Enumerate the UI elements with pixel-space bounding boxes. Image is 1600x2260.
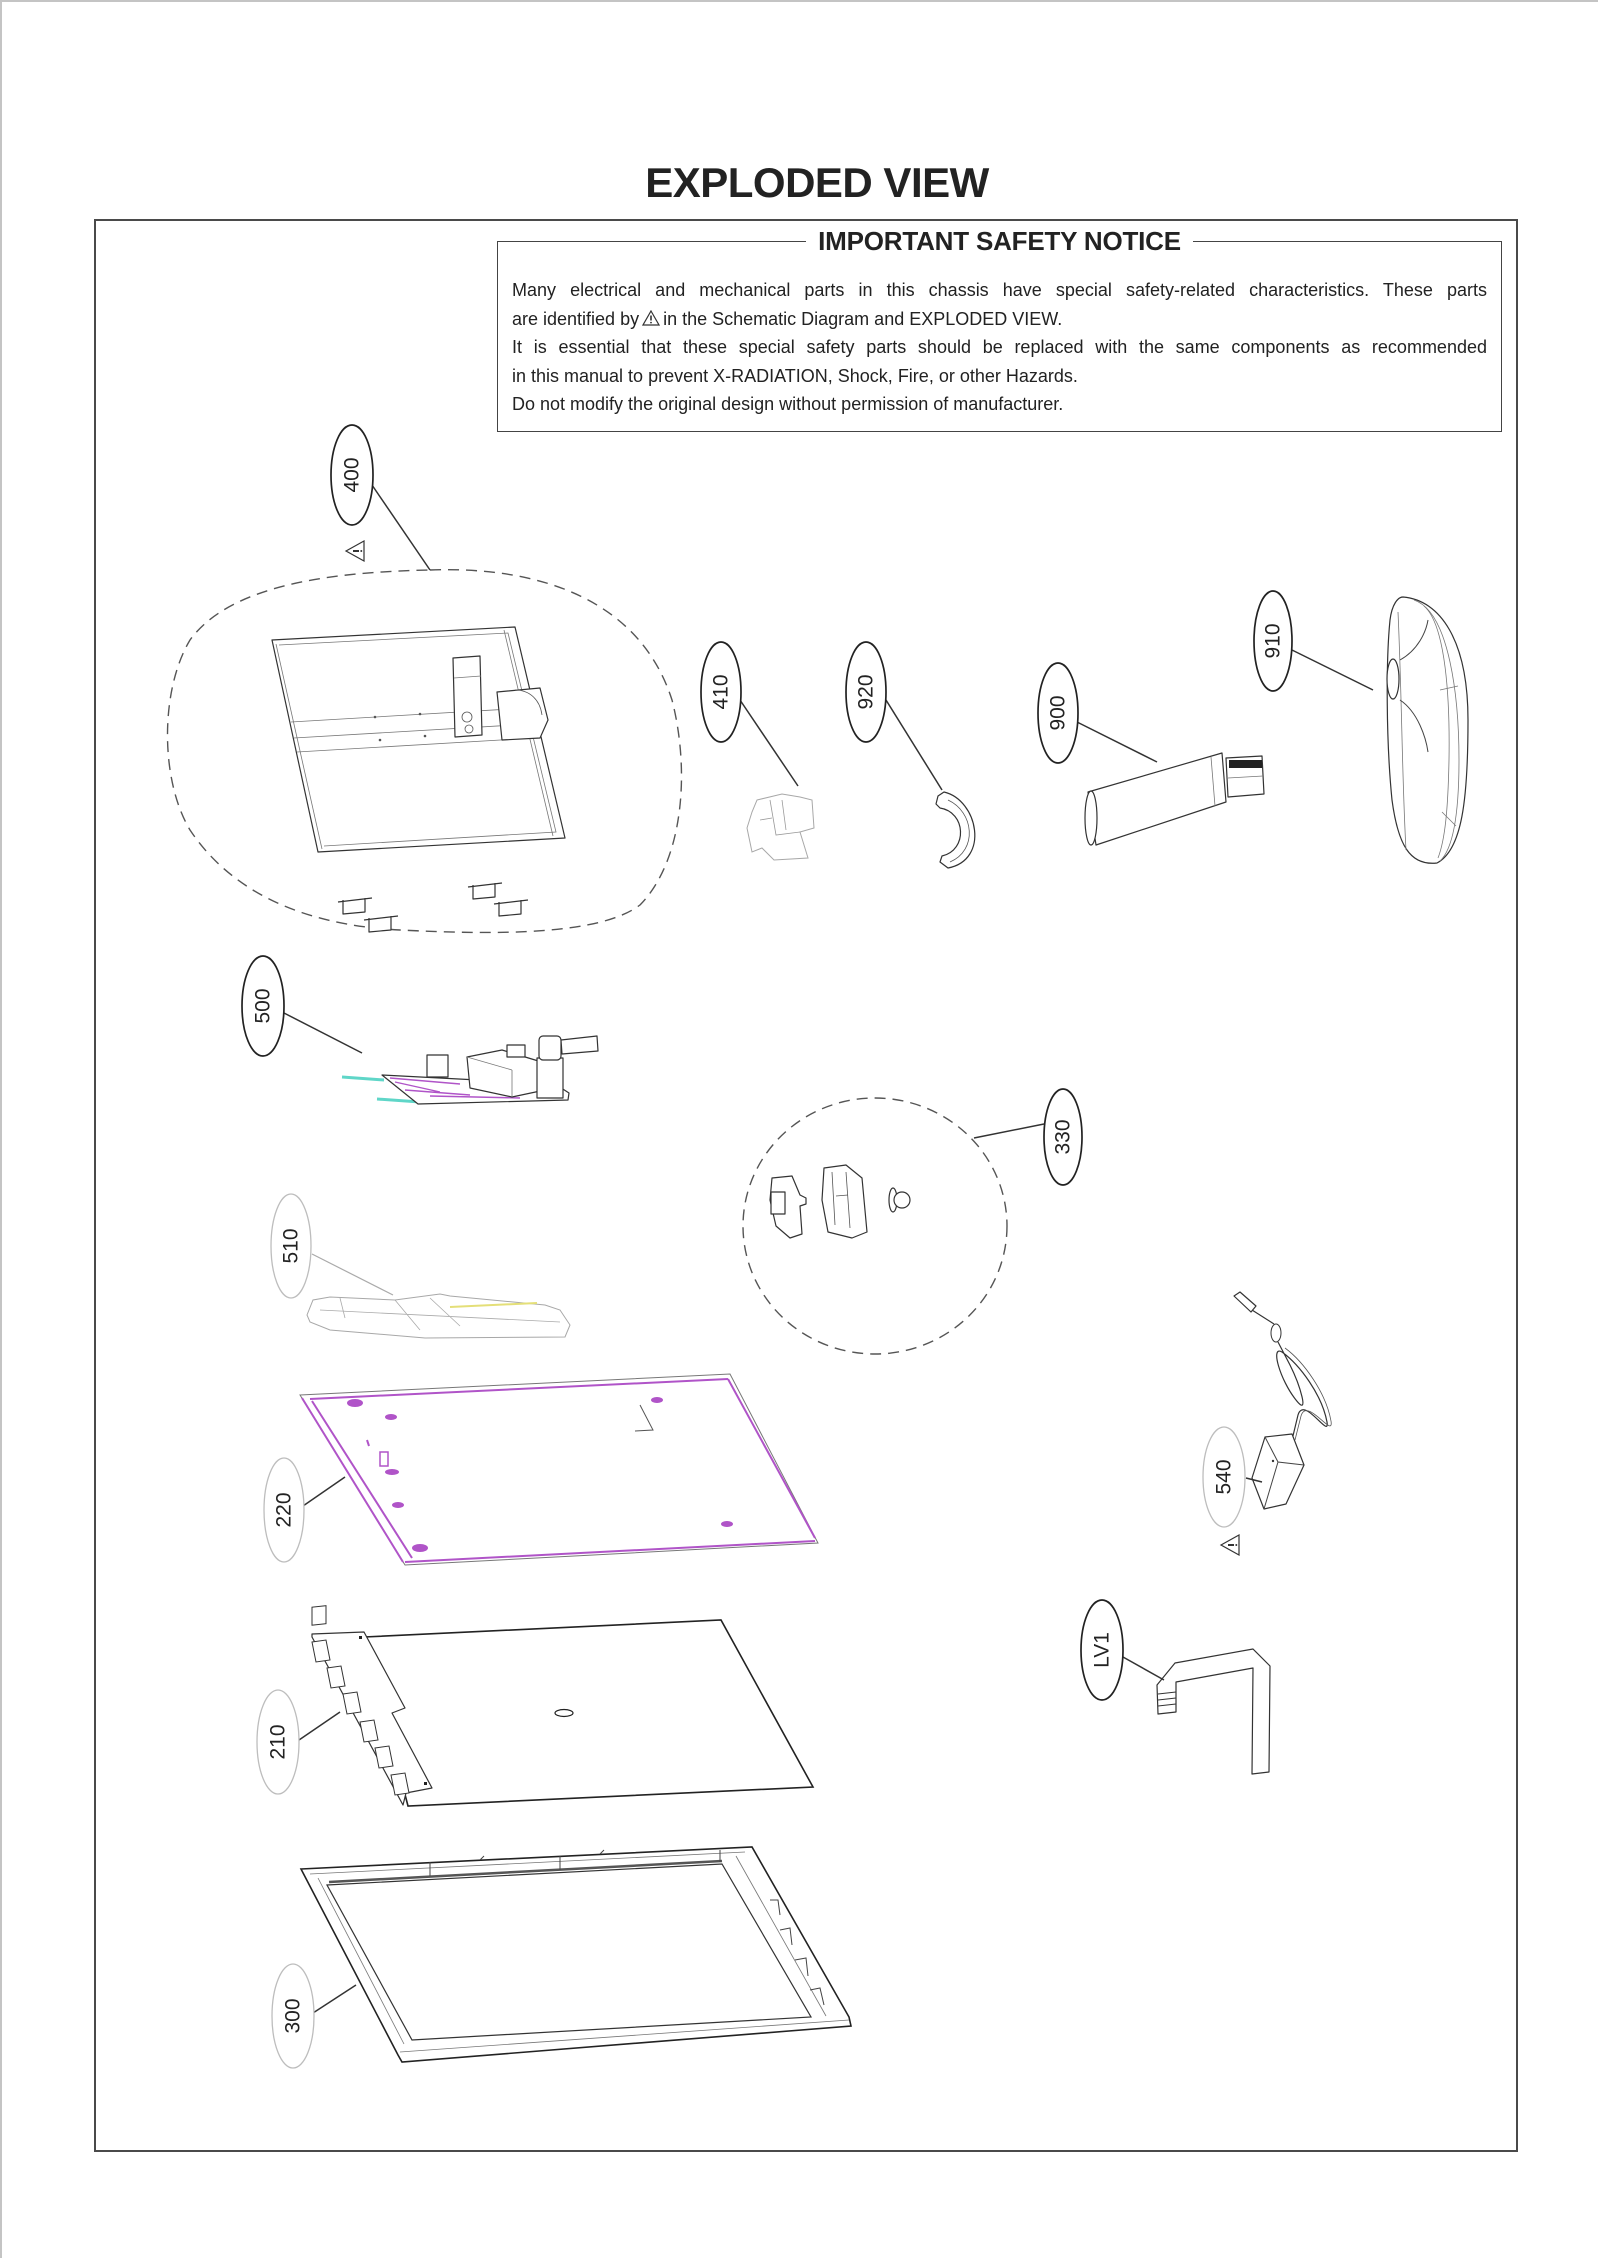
hinge-bracket	[337, 897, 373, 915]
callout-220: 220	[263, 1457, 305, 1563]
leader-510	[311, 1253, 394, 1296]
part-510-drawing	[306, 1293, 571, 1339]
safety-notice-title: IMPORTANT SAFETY NOTICE	[498, 225, 1501, 257]
leader-920	[885, 699, 943, 791]
part-330-group-outline	[742, 1097, 1008, 1355]
callout-330: 330	[1043, 1088, 1083, 1186]
callout-label: 510	[280, 1228, 303, 1263]
leader-900	[1076, 721, 1158, 763]
callout-210: 210	[256, 1689, 300, 1795]
callout-label: 900	[1047, 695, 1070, 730]
notice-line-5: Do not modify the original design withou…	[512, 394, 1064, 414]
leader-220	[302, 1476, 346, 1507]
leader-300	[312, 1984, 357, 2014]
callout-LV1: LV1	[1080, 1599, 1124, 1701]
safety-notice-title-text: IMPORTANT SAFETY NOTICE	[806, 226, 1193, 256]
leader-410	[739, 699, 799, 787]
leader-400	[371, 484, 431, 571]
part-500-drawing	[341, 1035, 599, 1105]
notice-line-2: are identified by in the Schematic Diagra…	[512, 305, 1487, 334]
leader-lines	[283, 484, 1374, 2014]
notice-line-2-after: in the Schematic Diagram and EXPLODED VI…	[663, 308, 1063, 329]
part-300-drawing	[299, 1846, 852, 2063]
callout-label: 300	[282, 1998, 305, 2033]
callout-label: 500	[252, 988, 275, 1023]
callout-920: 920	[845, 641, 887, 743]
part-220-drawing	[299, 1373, 819, 1566]
callout-910: 910	[1253, 590, 1293, 692]
leader-540	[1245, 1477, 1263, 1483]
part-410-drawing	[746, 793, 815, 861]
part-920-drawing	[935, 791, 976, 869]
callout-400: 400	[330, 424, 374, 526]
callout-410: 410	[700, 641, 742, 743]
hinge-bracket	[363, 915, 399, 933]
safety-notice-box: IMPORTANT SAFETY NOTICE Many electrical …	[497, 226, 1502, 432]
callout-label: 540	[1213, 1459, 1236, 1494]
part-400-group-outline	[166, 568, 683, 934]
callout-500: 500	[241, 955, 285, 1057]
hinge-bracket	[467, 882, 503, 900]
callout-300: 300	[271, 1963, 315, 2069]
callout-label: 910	[1262, 623, 1285, 658]
leader-330	[973, 1123, 1045, 1139]
warning-triangle-icon	[1220, 1534, 1240, 1556]
callout-label: 920	[855, 674, 878, 709]
warning-triangle-icon	[345, 540, 365, 562]
callout-label: 330	[1052, 1119, 1075, 1154]
page-title: EXPLODED VIEW	[645, 159, 989, 206]
part-400-drawing	[166, 568, 683, 934]
part-LV1-drawing	[1156, 1648, 1271, 1775]
warning-triangle-icon	[642, 309, 661, 326]
leader-910	[1291, 649, 1374, 691]
callout-label: LV1	[1091, 1632, 1114, 1668]
notice-line-3: It is essential that these special safet…	[512, 337, 1487, 357]
part-900-drawing	[1084, 752, 1265, 846]
callout-label: 210	[267, 1724, 290, 1759]
leader-500	[283, 1012, 363, 1054]
leader-210	[298, 1711, 341, 1741]
callout-510: 510	[270, 1193, 312, 1299]
callout-540: 540	[1202, 1426, 1246, 1528]
leader-LV1	[1122, 1656, 1165, 1681]
notice-line-1: Many electrical and mechanical parts in …	[512, 280, 1487, 300]
callout-label: 220	[273, 1492, 296, 1527]
part-540-drawing	[1233, 1291, 1332, 1510]
hinge-bracket	[493, 899, 529, 917]
notice-line-4: in this manual to prevent X-RADIATION, S…	[512, 365, 1078, 386]
callout-900: 900	[1037, 662, 1079, 764]
diagram-frame	[94, 219, 1518, 2152]
part-210-drawing	[311, 1605, 815, 1807]
part-910-drawing	[1386, 596, 1469, 864]
callout-label: 410	[710, 674, 733, 709]
part-330-drawing	[742, 1097, 1008, 1355]
notice-line-2-before: are identified by	[512, 308, 640, 329]
callout-label: 400	[341, 457, 364, 492]
